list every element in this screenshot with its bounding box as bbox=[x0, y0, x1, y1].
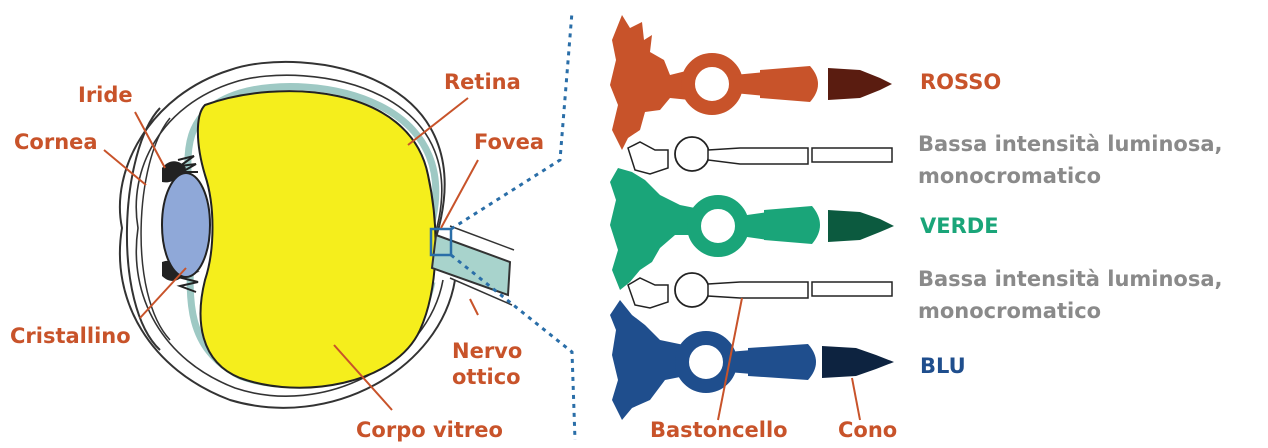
blue-cone-cell bbox=[682, 338, 894, 386]
label-rod-1-line1: Bassa intensità luminosa, bbox=[918, 132, 1223, 156]
label-rod-2-description: Bassa intensità luminosa, monocromatico bbox=[918, 263, 1223, 327]
label-iride: Iride bbox=[78, 83, 133, 108]
label-blu: BLU bbox=[920, 354, 966, 379]
lens bbox=[162, 173, 210, 277]
green-cone-neck bbox=[740, 212, 768, 240]
red-cone-nucleus-ring bbox=[688, 60, 736, 108]
green-cone-outer-segment bbox=[828, 210, 894, 242]
label-bastoncello: Bastoncello bbox=[650, 418, 788, 443]
label-rosso: ROSSO bbox=[920, 70, 1001, 95]
blue-cone-outer-segment bbox=[822, 346, 894, 378]
rod-2-outer-segment bbox=[812, 282, 892, 296]
label-nervo-ottico: Nervo ottico bbox=[452, 338, 522, 390]
label-nervo-line2: ottico bbox=[452, 365, 521, 389]
rod-2-body bbox=[708, 282, 808, 298]
red-cone-inner-segment bbox=[760, 66, 818, 102]
label-fovea: Fovea bbox=[474, 130, 544, 155]
label-retina: Retina bbox=[444, 70, 521, 95]
rod-1-outer-segment bbox=[812, 148, 892, 162]
green-cell-body bbox=[610, 168, 695, 290]
vitreous-body bbox=[198, 91, 436, 388]
label-rod-2-line1: Bassa intensità luminosa, bbox=[918, 267, 1223, 291]
label-cono: Cono bbox=[838, 418, 897, 443]
red-cone-outer-segment bbox=[828, 68, 892, 100]
zoom-line-top bbox=[451, 12, 572, 229]
rod-1-nucleus-ring bbox=[675, 137, 709, 171]
label-nervo-line1: Nervo bbox=[452, 339, 522, 363]
label-rod-1-description: Bassa intensità luminosa, monocromatico bbox=[918, 128, 1223, 192]
label-verde: VERDE bbox=[920, 214, 999, 239]
rod-cell-1 bbox=[628, 137, 892, 174]
label-corpo-vitreo: Corpo vitreo bbox=[356, 418, 503, 443]
red-cell-body bbox=[610, 15, 690, 150]
cornea-pointer bbox=[104, 150, 146, 185]
green-cone-inner-segment bbox=[764, 206, 820, 244]
green-cone-cell bbox=[694, 202, 894, 250]
blue-cone-nucleus-ring bbox=[682, 338, 730, 386]
label-rod-2-line2: monocromatico bbox=[918, 299, 1101, 323]
fovea-pointer bbox=[441, 160, 478, 228]
rod-2-nucleus-ring bbox=[675, 273, 709, 307]
label-cristallino: Cristallino bbox=[10, 324, 131, 349]
nervo-pointer bbox=[470, 299, 478, 315]
rod-cell-2 bbox=[628, 273, 892, 308]
label-rod-1-line2: monocromatico bbox=[918, 164, 1101, 188]
green-cone-nucleus-ring bbox=[694, 202, 742, 250]
blue-cone-inner-segment bbox=[748, 344, 816, 380]
rod-2-synapse bbox=[628, 278, 668, 308]
cono-pointer bbox=[852, 378, 860, 420]
red-cone-cell bbox=[688, 60, 892, 108]
rod-1-body bbox=[708, 148, 808, 164]
label-cornea: Cornea bbox=[14, 130, 98, 155]
rod-1-synapse bbox=[628, 142, 668, 174]
